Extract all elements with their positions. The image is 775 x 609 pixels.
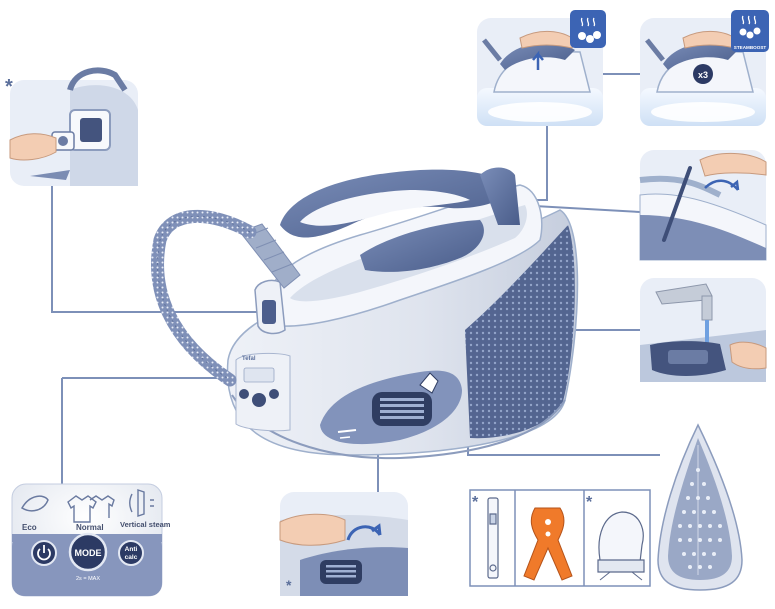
- eco-leaf-icon: [20, 495, 49, 512]
- mode-button-label: MODE: [75, 548, 102, 558]
- asterisk-marker: *: [5, 76, 13, 98]
- ironing-mitt: [597, 511, 645, 581]
- mode-hint: 2s = MAX: [76, 576, 100, 582]
- x3-badge: x3: [693, 64, 713, 84]
- power-button[interactable]: [31, 540, 57, 566]
- normal-shirts-icon: [67, 495, 115, 523]
- asterisk-marker-bottom: *: [286, 577, 292, 593]
- inset-lock-lever: [639, 150, 767, 261]
- anticalc-button[interactable]: Anti calc: [118, 540, 144, 566]
- anticalc-label-line2: calc: [125, 554, 138, 561]
- inset-remove-tank: *: [279, 492, 408, 596]
- water-tank: [465, 225, 575, 439]
- asterisk-marker-acc1: *: [472, 494, 479, 511]
- cord-clip: [487, 497, 499, 579]
- mode-label-vertical-steam: Vertical steam: [120, 520, 171, 529]
- vertical-steam-icon: [129, 489, 154, 517]
- inset-fill-tank: [640, 278, 767, 382]
- mode-label-eco: Eco: [22, 523, 37, 532]
- inset-steam-trigger: [477, 10, 606, 126]
- asterisk-marker-acc2: *: [586, 494, 593, 511]
- soleplate: [657, 423, 743, 591]
- steam-icon-badge: [570, 10, 606, 48]
- mode-button[interactable]: MODE: [68, 532, 108, 572]
- inset-cord-storage: *: [5, 67, 138, 186]
- mode-label-normal: Normal: [76, 523, 104, 532]
- inset-accessories: * *: [469, 489, 651, 587]
- inset-steamboost: x3 STEAMBOOST: [640, 10, 769, 126]
- descaling-tool: [523, 507, 573, 581]
- x3-multiplier: x3: [698, 70, 708, 80]
- brand-label: Tefal: [242, 356, 256, 362]
- steamboost-label: STEAMBOOST: [734, 45, 767, 50]
- inset-control-panel: Eco Normal Vertical steam MODE 2s = MAX …: [11, 483, 171, 597]
- steam-generator-main: Tefal: [151, 167, 579, 460]
- steamboost-icon-badge: STEAMBOOST: [731, 10, 769, 52]
- water-tank-handle: [372, 392, 432, 426]
- anticalc-label-line1: Anti: [125, 546, 138, 553]
